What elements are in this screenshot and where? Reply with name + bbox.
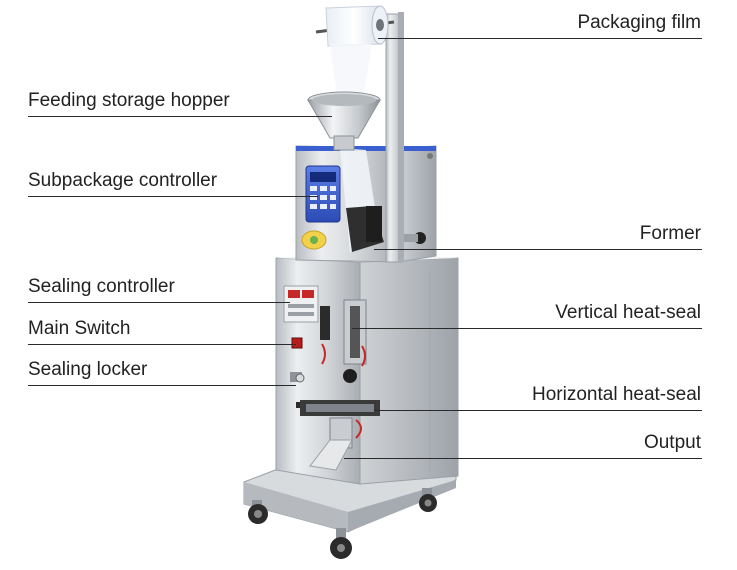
label-horizontal-heat-seal: Horizontal heat-seal <box>532 384 701 405</box>
label-packaging-film: Packaging film <box>577 12 701 33</box>
leader-feeding-storage-hopper <box>28 116 332 117</box>
caster-wheels <box>248 488 437 559</box>
sealing-controller-panel <box>283 285 319 323</box>
label-sealing-controller: Sealing controller <box>28 276 175 297</box>
leader-packaging-film <box>378 38 702 39</box>
label-feeding-storage-hopper: Feeding storage hopper <box>28 90 230 111</box>
label-subpackage-controller: Subpackage controller <box>28 170 218 191</box>
horizontal-heat-seal-unit <box>300 400 380 449</box>
leader-former <box>374 249 702 250</box>
leader-horizontal-heat-seal <box>374 410 702 411</box>
leader-subpackage-controller <box>28 196 318 197</box>
leader-sealing-controller <box>28 302 290 303</box>
film-mast <box>385 12 404 263</box>
label-sealing-locker: Sealing locker <box>28 359 148 380</box>
main-switch <box>291 337 303 349</box>
subpackage-controller-panel <box>301 165 341 250</box>
leader-vertical-heat-seal <box>352 328 702 329</box>
vertical-heat-seal-unit <box>320 299 367 383</box>
leader-output <box>344 458 702 459</box>
label-former: Former <box>639 223 701 244</box>
former-assembly <box>346 206 426 252</box>
label-main-switch: Main Switch <box>28 318 131 339</box>
storage-hopper <box>307 91 381 151</box>
output-chute <box>309 439 353 471</box>
label-output: Output <box>643 432 701 453</box>
leader-main-switch <box>28 344 296 345</box>
label-vertical-heat-seal: Vertical heat-seal <box>555 302 701 323</box>
leader-sealing-locker <box>28 385 296 386</box>
